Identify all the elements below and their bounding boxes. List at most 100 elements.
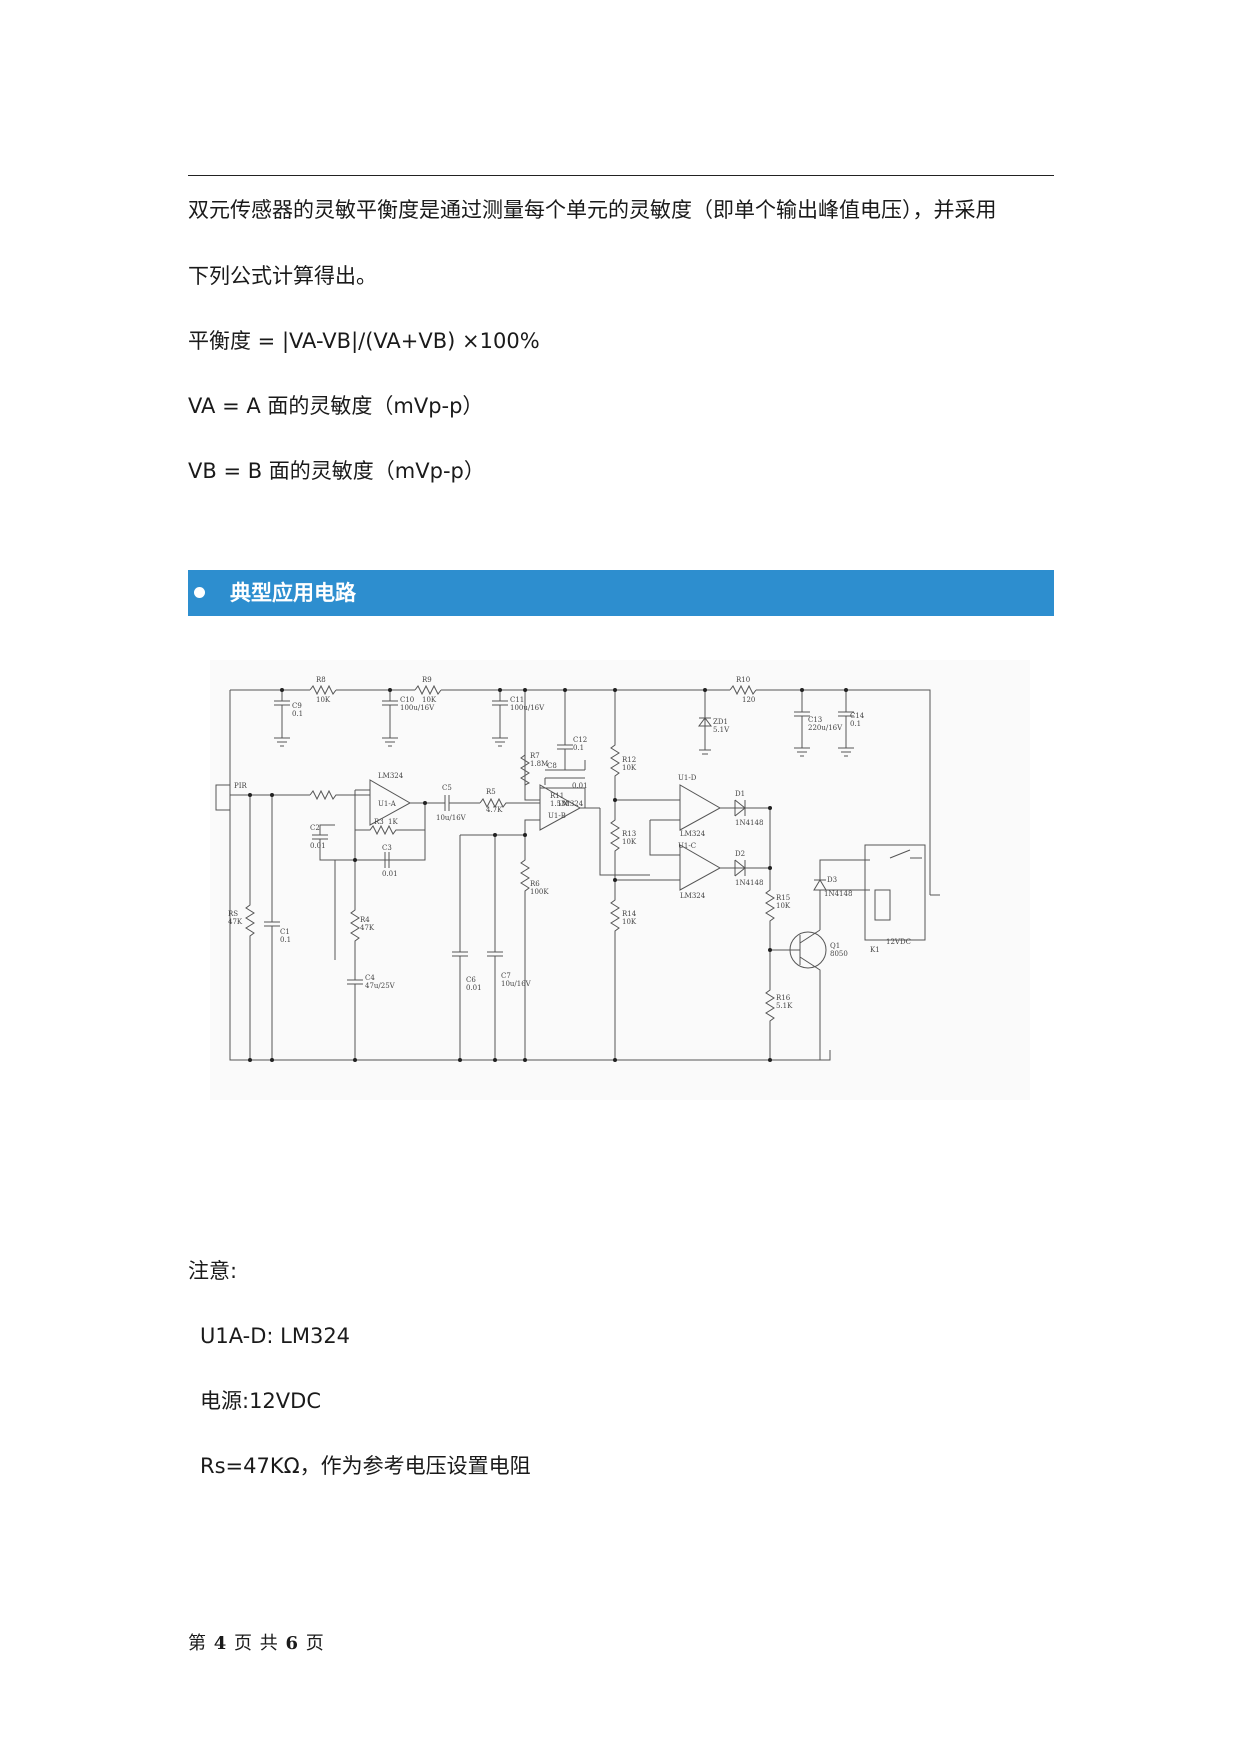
svg-text:220u/16V: 220u/16V — [808, 724, 843, 732]
svg-text:K1: K1 — [870, 946, 880, 954]
svg-text:4.7K: 4.7K — [486, 806, 503, 814]
svg-text:C5: C5 — [442, 784, 452, 792]
svg-text:R5: R5 — [486, 788, 496, 796]
svg-text:1K: 1K — [388, 818, 398, 826]
svg-text:C12: C12 — [573, 736, 587, 744]
svg-text:D1: D1 — [735, 790, 745, 798]
svg-text:47K: 47K — [360, 924, 375, 932]
svg-text:D2: D2 — [735, 850, 745, 858]
svg-text:8050: 8050 — [830, 950, 848, 958]
note-item-2: 电源:12VDC — [200, 1389, 321, 1413]
footer-prefix: 第 — [188, 1633, 207, 1654]
va-definition: VA = A 面的灵敏度（mVp-p） — [188, 394, 484, 418]
svg-text:1N4148: 1N4148 — [735, 819, 763, 827]
svg-text:C7: C7 — [501, 972, 511, 980]
svg-text:1.5M: 1.5M — [550, 800, 568, 808]
svg-text:R12: R12 — [622, 756, 636, 764]
svg-text:0.01: 0.01 — [310, 842, 326, 850]
svg-text:100u/16V: 100u/16V — [510, 704, 545, 712]
balance-formula: 平衡度 = |VA-VB|/(VA+VB) ×100% — [188, 329, 540, 353]
footer-suffix: 页 — [305, 1633, 325, 1654]
svg-text:PIR: PIR — [234, 782, 247, 790]
svg-text:R7: R7 — [530, 752, 540, 760]
note-item-1: U1A-D: LM324 — [200, 1324, 351, 1348]
svg-text:10K: 10K — [622, 764, 637, 772]
svg-text:LM324: LM324 — [558, 800, 584, 808]
svg-text:C3: C3 — [382, 844, 392, 852]
svg-text:U1-A: U1-A — [378, 800, 397, 808]
svg-text:1N4148: 1N4148 — [824, 890, 852, 898]
svg-text:C4: C4 — [365, 974, 375, 982]
footer-page-number: 4 — [213, 1633, 228, 1654]
svg-text:5.1V: 5.1V — [713, 726, 730, 734]
paragraph-line-1: 双元传感器的灵敏平衡度是通过测量每个单元的灵敏度（即单个输出峰值电压），并采用 — [188, 198, 997, 222]
note-item-3: Rs=47KΩ，作为参考电压设置电阻 — [200, 1454, 531, 1478]
svg-text:0.1: 0.1 — [850, 720, 861, 728]
svg-text:R16: R16 — [776, 994, 791, 1002]
svg-text:Q1: Q1 — [830, 942, 840, 950]
svg-text:C6: C6 — [466, 976, 476, 984]
section-title: 典型应用电路 — [230, 581, 356, 605]
svg-text:U1-C: U1-C — [678, 842, 696, 850]
svg-text:D3: D3 — [827, 876, 837, 884]
svg-text:U1-B: U1-B — [548, 812, 566, 820]
svg-text:C10: C10 — [400, 696, 414, 704]
header-rule — [188, 175, 1054, 176]
svg-text:C1: C1 — [280, 928, 290, 936]
svg-text:10u/16V: 10u/16V — [501, 980, 532, 988]
svg-text:RS: RS — [228, 910, 238, 918]
svg-text:0.01: 0.01 — [572, 782, 588, 790]
svg-text:R8: R8 — [316, 676, 326, 684]
svg-text:LM324: LM324 — [680, 892, 706, 900]
svg-text:R14: R14 — [622, 910, 637, 918]
svg-text:LM324: LM324 — [378, 772, 404, 780]
svg-text:47K: 47K — [228, 918, 243, 926]
svg-text:10K: 10K — [422, 696, 437, 704]
svg-text:C8: C8 — [547, 762, 557, 770]
svg-text:0.1: 0.1 — [573, 744, 584, 752]
page-footer: 第 4 页 共 6 页 — [188, 1631, 325, 1657]
svg-text:LM324: LM324 — [680, 830, 706, 838]
svg-text:47u/25V: 47u/25V — [365, 982, 396, 990]
bullet-icon — [194, 587, 205, 598]
svg-text:C14: C14 — [850, 712, 865, 720]
svg-text:10u/16V: 10u/16V — [436, 814, 467, 822]
svg-text:10K: 10K — [622, 918, 637, 926]
footer-mid: 页 共 — [234, 1633, 279, 1654]
svg-text:C13: C13 — [808, 716, 822, 724]
svg-text:0.1: 0.1 — [292, 710, 303, 718]
svg-text:R3: R3 — [374, 818, 384, 826]
paragraph-line-2: 下列公式计算得出。 — [188, 264, 377, 288]
svg-text:R9: R9 — [422, 676, 432, 684]
section-header: 典型应用电路 — [188, 570, 1054, 616]
svg-text:R6: R6 — [530, 880, 540, 888]
svg-text:0.01: 0.01 — [382, 870, 398, 878]
svg-text:5.1K: 5.1K — [776, 1002, 793, 1010]
svg-text:1N4148: 1N4148 — [735, 879, 763, 887]
svg-text:10K: 10K — [776, 902, 791, 910]
svg-text:0.01: 0.01 — [466, 984, 482, 992]
svg-text:R15: R15 — [776, 894, 790, 902]
svg-text:U1-D: U1-D — [678, 774, 697, 782]
vb-definition: VB = B 面的灵敏度（mVp-p） — [188, 459, 485, 483]
svg-text:R4: R4 — [360, 916, 370, 924]
svg-text:100K: 100K — [530, 888, 549, 896]
svg-text:ZD1: ZD1 — [713, 718, 728, 726]
svg-text:12VDC: 12VDC — [886, 938, 911, 946]
svg-text:C11: C11 — [510, 696, 524, 704]
svg-text:R11: R11 — [550, 792, 564, 800]
svg-text:R13: R13 — [622, 830, 636, 838]
svg-text:0.1: 0.1 — [280, 936, 291, 944]
footer-total-pages: 6 — [285, 1633, 299, 1654]
svg-text:1.8M: 1.8M — [530, 760, 548, 768]
notes-heading: 注意: — [188, 1259, 238, 1283]
svg-text:10K: 10K — [316, 696, 331, 704]
svg-text:10K: 10K — [622, 838, 637, 846]
svg-text:120: 120 — [742, 696, 755, 704]
svg-text:C2: C2 — [310, 824, 320, 832]
svg-text:R10: R10 — [736, 676, 750, 684]
svg-text:C9: C9 — [292, 702, 302, 710]
svg-text:100u/16V: 100u/16V — [400, 704, 435, 712]
